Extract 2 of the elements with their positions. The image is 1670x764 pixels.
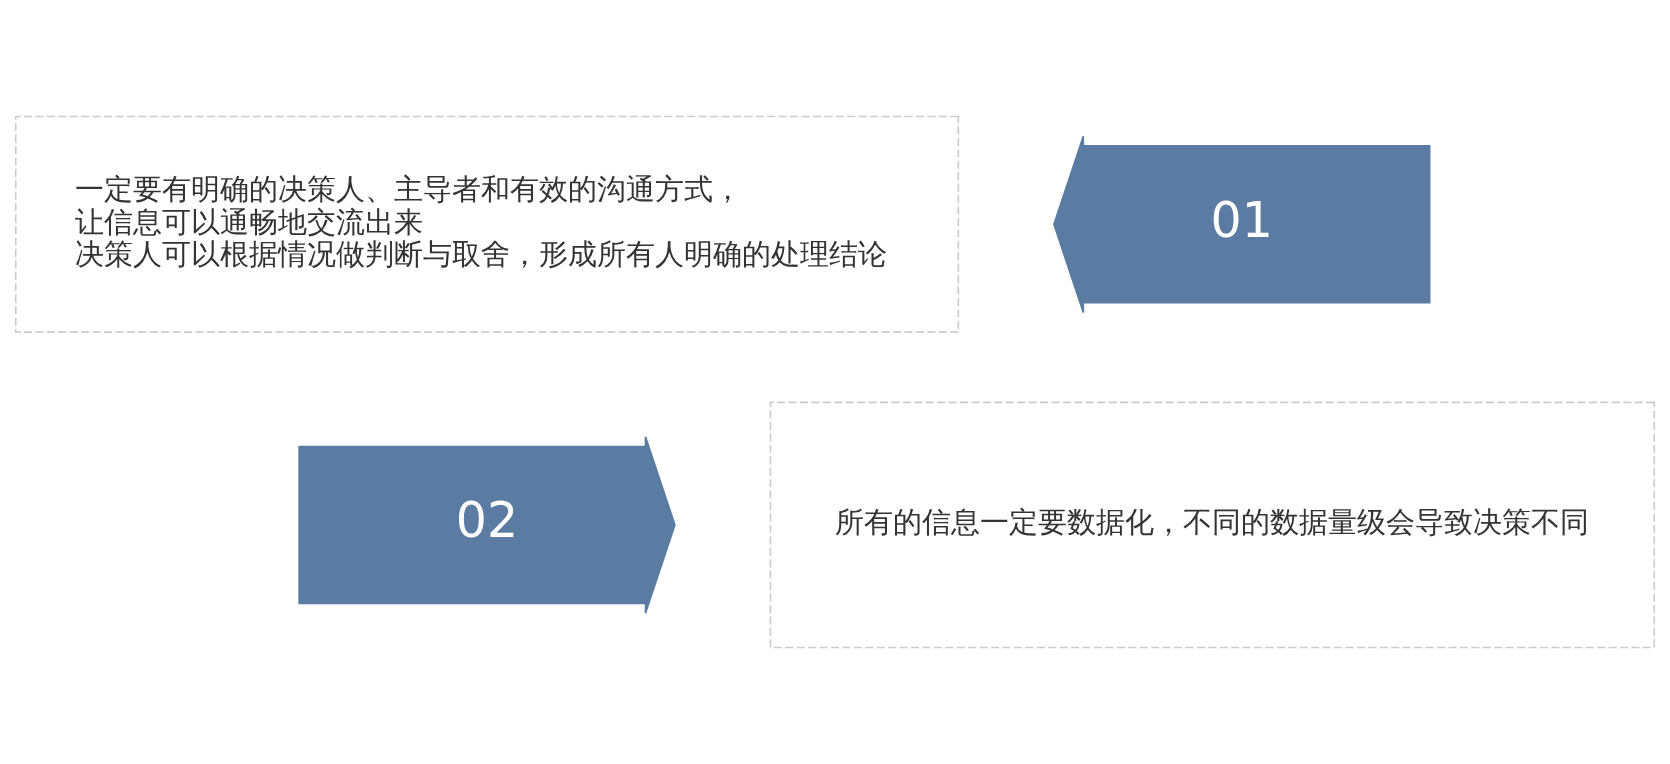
- node-box: 一定要有明确的决策人、主导者和有效的沟通方式， 让信息可以通畅地交流出来 决策人可以根据情况做判断与取舍，形成所有人明确的处理结论: [14, 115, 960, 333]
- node-box: 所有的信息一定要数据化，不同的数据量级会导致决策不同: [769, 401, 1656, 649]
